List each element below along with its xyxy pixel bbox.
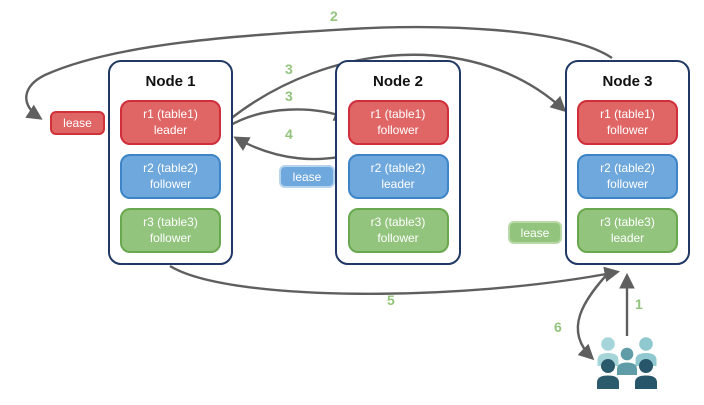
- step-label-3b: 3: [285, 88, 293, 104]
- replica-name: r3 (table3): [370, 214, 426, 229]
- arrow-step-6: [576, 269, 612, 361]
- arrow-step-3-to-node2: [228, 106, 350, 128]
- lease-badge-table3: lease: [508, 221, 562, 244]
- replica-role: leader: [381, 176, 415, 191]
- node-3-replica-r3: r3 (table3) leader: [577, 208, 678, 253]
- replica-role: follower: [606, 176, 649, 191]
- step-label-6: 6: [554, 319, 562, 335]
- node-1-replica-r3: r3 (table3) follower: [120, 208, 221, 253]
- node-2-replica-r3: r3 (table3) follower: [347, 208, 449, 253]
- node-1-replica-r1: r1 (table1) leader: [120, 100, 221, 145]
- lease-badge-table1: lease: [50, 111, 105, 135]
- replica-name: r2 (table2): [143, 160, 198, 175]
- node-1-title: Node 1: [145, 73, 196, 90]
- replica-name: r3 (table3): [600, 214, 655, 229]
- node-3-replica-r2: r2 (table2) follower: [577, 154, 678, 199]
- replica-name: r1 (table1): [370, 106, 426, 121]
- replica-role: follower: [149, 176, 192, 191]
- node-3-title: Node 3: [602, 73, 653, 90]
- replica-role: follower: [377, 230, 419, 245]
- replica-role: follower: [377, 122, 419, 137]
- step-label-2: 2: [330, 8, 338, 24]
- step-label-5: 5: [387, 292, 395, 308]
- step-label-4: 4: [285, 126, 293, 142]
- node-3-replica-r1: r1 (table1) follower: [577, 100, 678, 145]
- node-2: Node 2 r1 (table1) follower r2 (table2) …: [335, 60, 461, 265]
- replica-role: follower: [149, 230, 192, 245]
- arrow-step-2: [25, 25, 613, 120]
- arrow-step-5: [169, 264, 621, 295]
- replica-role: leader: [610, 230, 645, 245]
- node-2-title: Node 2: [372, 73, 423, 90]
- lease-badge-table2: lease: [279, 165, 335, 188]
- replica-name: r1 (table1): [600, 106, 655, 121]
- node-1: Node 1 r1 (table1) leader r2 (table2) fo…: [108, 60, 233, 265]
- users-icon: [597, 337, 657, 389]
- node-2-replica-r2: r2 (table2) leader: [347, 154, 449, 199]
- replica-role: follower: [606, 122, 649, 137]
- node-2-replica-r1: r1 (table1) follower: [347, 100, 449, 145]
- replica-name: r2 (table2): [600, 160, 655, 175]
- replica-role: leader: [153, 122, 188, 137]
- replica-name: r2 (table2): [370, 160, 426, 175]
- arrow-step-3-to-node3: [228, 53, 567, 121]
- node-1-replica-r2: r2 (table2) follower: [120, 154, 221, 199]
- replica-name: r1 (table1): [143, 106, 198, 121]
- replica-name: r3 (table3): [143, 214, 198, 229]
- step-label-1: 1: [635, 296, 643, 312]
- node-3: Node 3 r1 (table1) follower r2 (table2) …: [565, 60, 690, 265]
- step-label-3a: 3: [285, 61, 293, 77]
